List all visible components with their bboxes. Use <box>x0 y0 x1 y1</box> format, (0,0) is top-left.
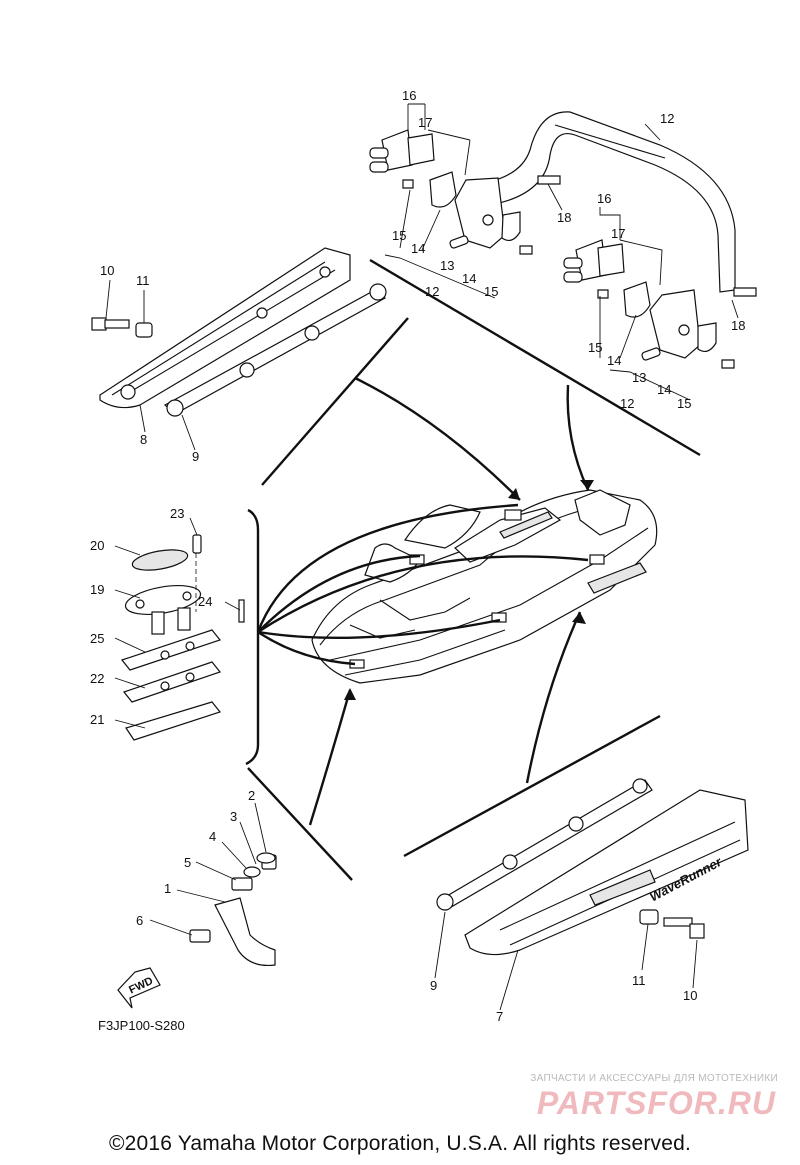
callout-8: 8 <box>140 432 147 447</box>
callout-12: 12 <box>425 284 439 299</box>
callout-19: 19 <box>90 582 104 597</box>
callout-17: 17 <box>418 115 432 130</box>
callout-5: 5 <box>184 855 191 870</box>
callout-14: 14 <box>411 241 425 256</box>
callout-7: 7 <box>496 1009 503 1024</box>
callout-15: 15 <box>484 284 498 299</box>
callout-17: 17 <box>611 226 625 241</box>
left-rail-assembly <box>91 247 387 417</box>
callout-15: 15 <box>677 396 691 411</box>
watercraft-hull <box>311 489 658 684</box>
callout-18: 18 <box>731 318 745 333</box>
callout-3: 3 <box>230 809 237 824</box>
callout-11: 11 <box>136 273 150 288</box>
cleat-assembly <box>120 534 245 741</box>
diagram-code: F3JP100-S280 <box>98 1018 185 1033</box>
callout-18: 18 <box>557 210 571 225</box>
copyright-notice: ©2016 Yamaha Motor Corporation, U.S.A. A… <box>108 1132 692 1155</box>
callout-15: 15 <box>588 340 602 355</box>
callout-21: 21 <box>90 712 104 727</box>
callout-25: 25 <box>90 631 104 646</box>
callout-6: 6 <box>136 913 143 928</box>
hook-assembly <box>117 852 277 1009</box>
callout-10: 10 <box>683 988 697 1003</box>
callout-12: 12 <box>620 396 634 411</box>
section-dividers <box>245 258 701 881</box>
callout-11: 11 <box>632 973 646 988</box>
callout-24: 24 <box>198 594 212 609</box>
callout-23: 23 <box>170 506 184 521</box>
callout-16: 16 <box>597 191 611 206</box>
callout-14: 14 <box>607 353 621 368</box>
callout-numbers: 16 17 12 18 15 14 13 14 12 15 16 17 18 1… <box>90 88 745 1024</box>
callout-13: 13 <box>632 370 646 385</box>
grab-handle-assembly <box>369 111 757 369</box>
callout-14: 14 <box>462 271 476 286</box>
watermark-tagline: ЗАПЧАСТИ И АКСЕССУАРЫ ДЛЯ МОТОТЕХНИКИ <box>530 1073 778 1084</box>
callout-1: 1 <box>164 881 171 896</box>
callout-9: 9 <box>430 978 437 993</box>
lower-rail-assembly <box>436 778 749 956</box>
callout-10: 10 <box>100 263 114 278</box>
callout-12: 12 <box>660 111 674 126</box>
callout-14: 14 <box>657 382 671 397</box>
callout-2: 2 <box>248 788 255 803</box>
callout-22: 22 <box>90 671 104 686</box>
callout-20: 20 <box>90 538 104 553</box>
callout-15: 15 <box>392 228 406 243</box>
callout-9: 9 <box>192 449 199 464</box>
callout-13: 13 <box>440 258 454 273</box>
watermark-brand: PARTSFOR.RU <box>536 1085 776 1121</box>
leader-arrows <box>256 376 594 826</box>
callout-16: 16 <box>402 88 416 103</box>
callout-4: 4 <box>209 829 216 844</box>
callout-leads <box>105 103 739 1011</box>
